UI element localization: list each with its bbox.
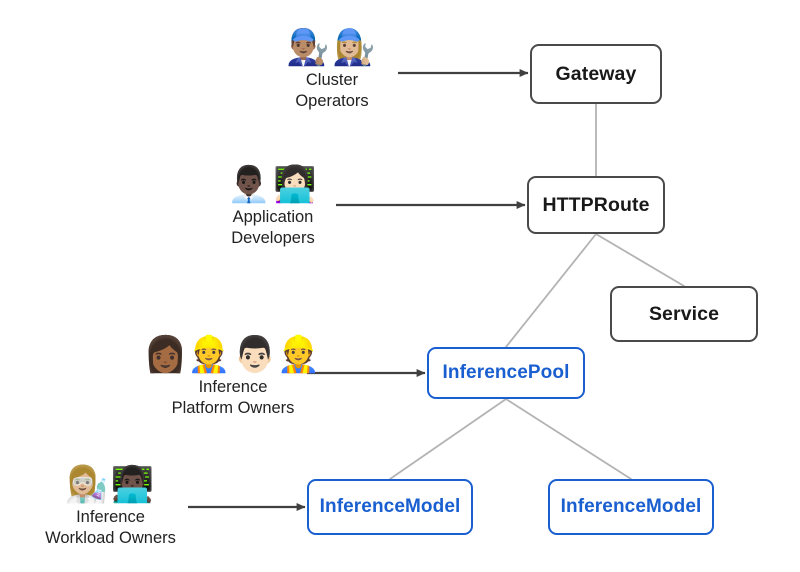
persona-label-cluster-operators: Cluster Operators bbox=[295, 71, 369, 110]
connector-httproute-service bbox=[595, 233, 685, 287]
persona-label-inference-workload-owners: Inference Workload Owners bbox=[45, 508, 176, 547]
node-httproute[interactable]: HTTPRoute bbox=[527, 176, 665, 234]
connector-inferencepool-model-left bbox=[389, 398, 507, 480]
man-mechanic-icon: 👨🏽‍🔧👩🏼‍🔧 bbox=[286, 28, 378, 67]
woman-scientist-icon: 👩🏼‍🔬👨🏿‍💻 bbox=[64, 465, 157, 504]
node-gateway[interactable]: Gateway bbox=[530, 44, 662, 104]
persona-arrows bbox=[188, 69, 529, 511]
persona-label-inference-platform-owners: Inference Platform Owners bbox=[171, 378, 295, 417]
persona-label-application-developers: Application Developers bbox=[231, 208, 315, 247]
persona-application-developers: 👨🏿‍💼👩🏻‍💻 Application Developers bbox=[203, 165, 343, 249]
node-inferencepool[interactable]: InferencePool bbox=[427, 347, 585, 399]
connector-httproute-inferencepool bbox=[505, 233, 597, 348]
node-inferencemodel-right[interactable]: InferenceModel bbox=[548, 479, 714, 535]
connector-inferencepool-model-right bbox=[505, 398, 632, 480]
persona-cluster-operators: 👨🏽‍🔧👩🏼‍🔧 Cluster Operators bbox=[262, 28, 402, 112]
persona-inference-platform-owners: 👩🏾‍👷👨🏻‍👷 Inference Platform Owners bbox=[144, 335, 320, 419]
persona-inference-workload-owners: 👩🏼‍🔬👨🏿‍💻 Inference Workload Owners bbox=[38, 465, 183, 549]
node-inferencemodel-left[interactable]: InferenceModel bbox=[307, 479, 473, 535]
woman-construction-worker-icon: 👩🏾‍👷👨🏻‍👷 bbox=[143, 335, 323, 374]
node-service[interactable]: Service bbox=[610, 286, 758, 342]
man-office-worker-icon: 👨🏿‍💼👩🏻‍💻 bbox=[227, 165, 319, 204]
